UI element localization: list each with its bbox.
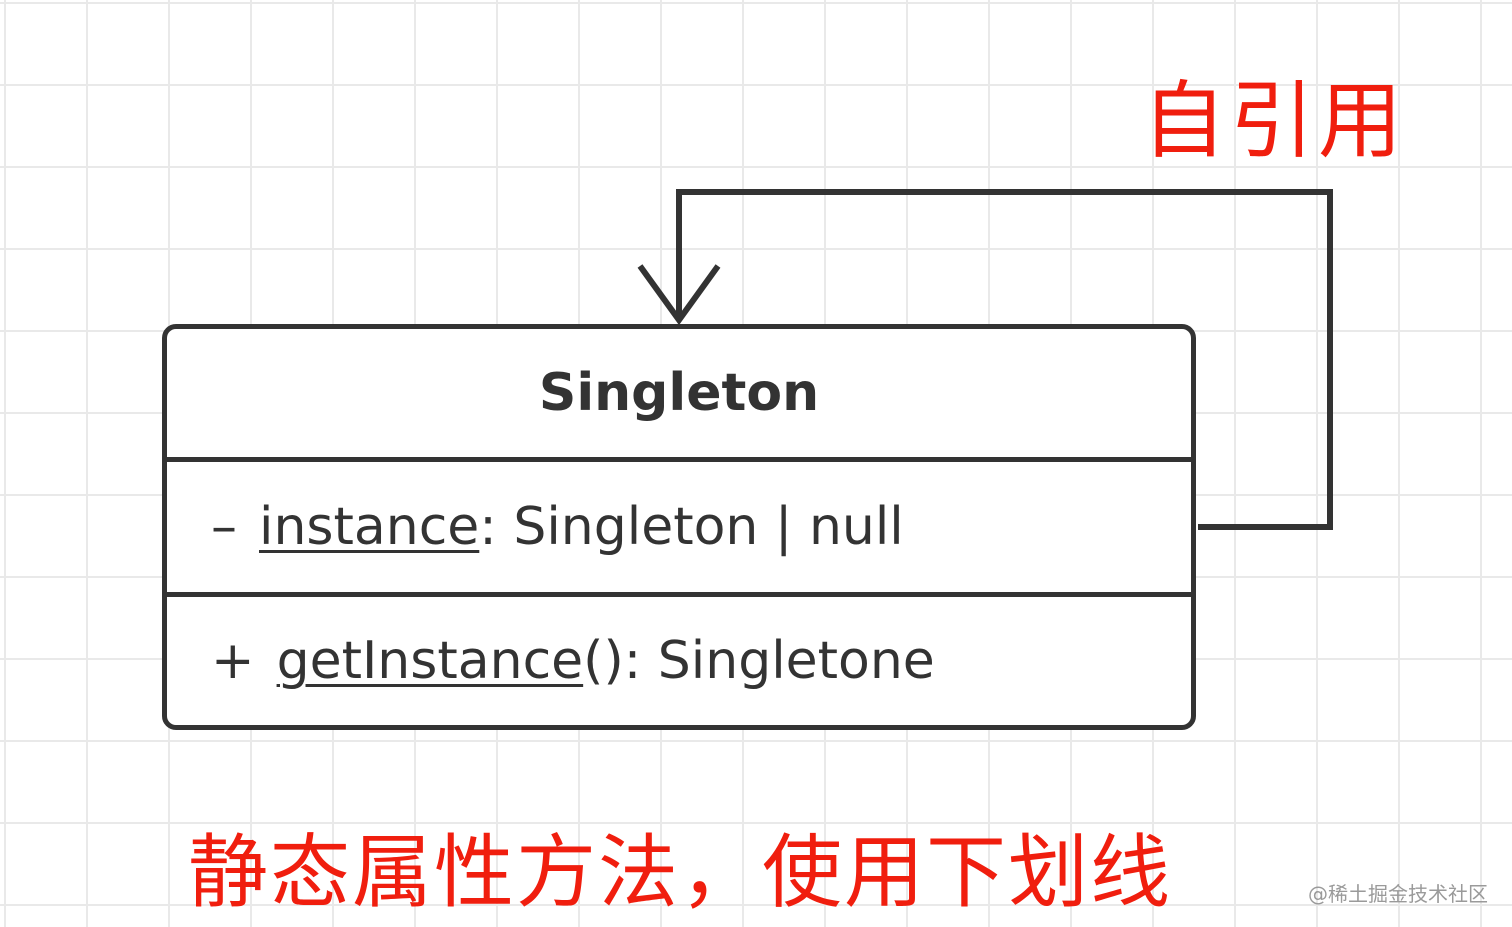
static-members-note: 静态属性方法，使用下划线 [188,826,1172,919]
operation-row: + getInstance (): Singletone [167,597,1191,725]
operation-visibility: + [211,631,255,691]
self-reference-label: 自引用 [1142,72,1407,170]
operation-name: getInstance [276,631,584,691]
arrowhead [637,264,721,326]
watermark: @稀土掘金技术社区 [1308,882,1488,906]
attribute-type: : Singleton | null [479,497,904,557]
class-name: Singleton [167,329,1191,462]
attribute-row: – instance : Singleton | null [167,462,1191,597]
attribute-name: instance [259,497,480,557]
self-association-line [676,189,1333,530]
operation-signature: (): Singletone [583,631,935,691]
uml-class-box: Singleton – instance : Singleton | null … [162,324,1196,730]
attribute-visibility: – [211,497,237,557]
